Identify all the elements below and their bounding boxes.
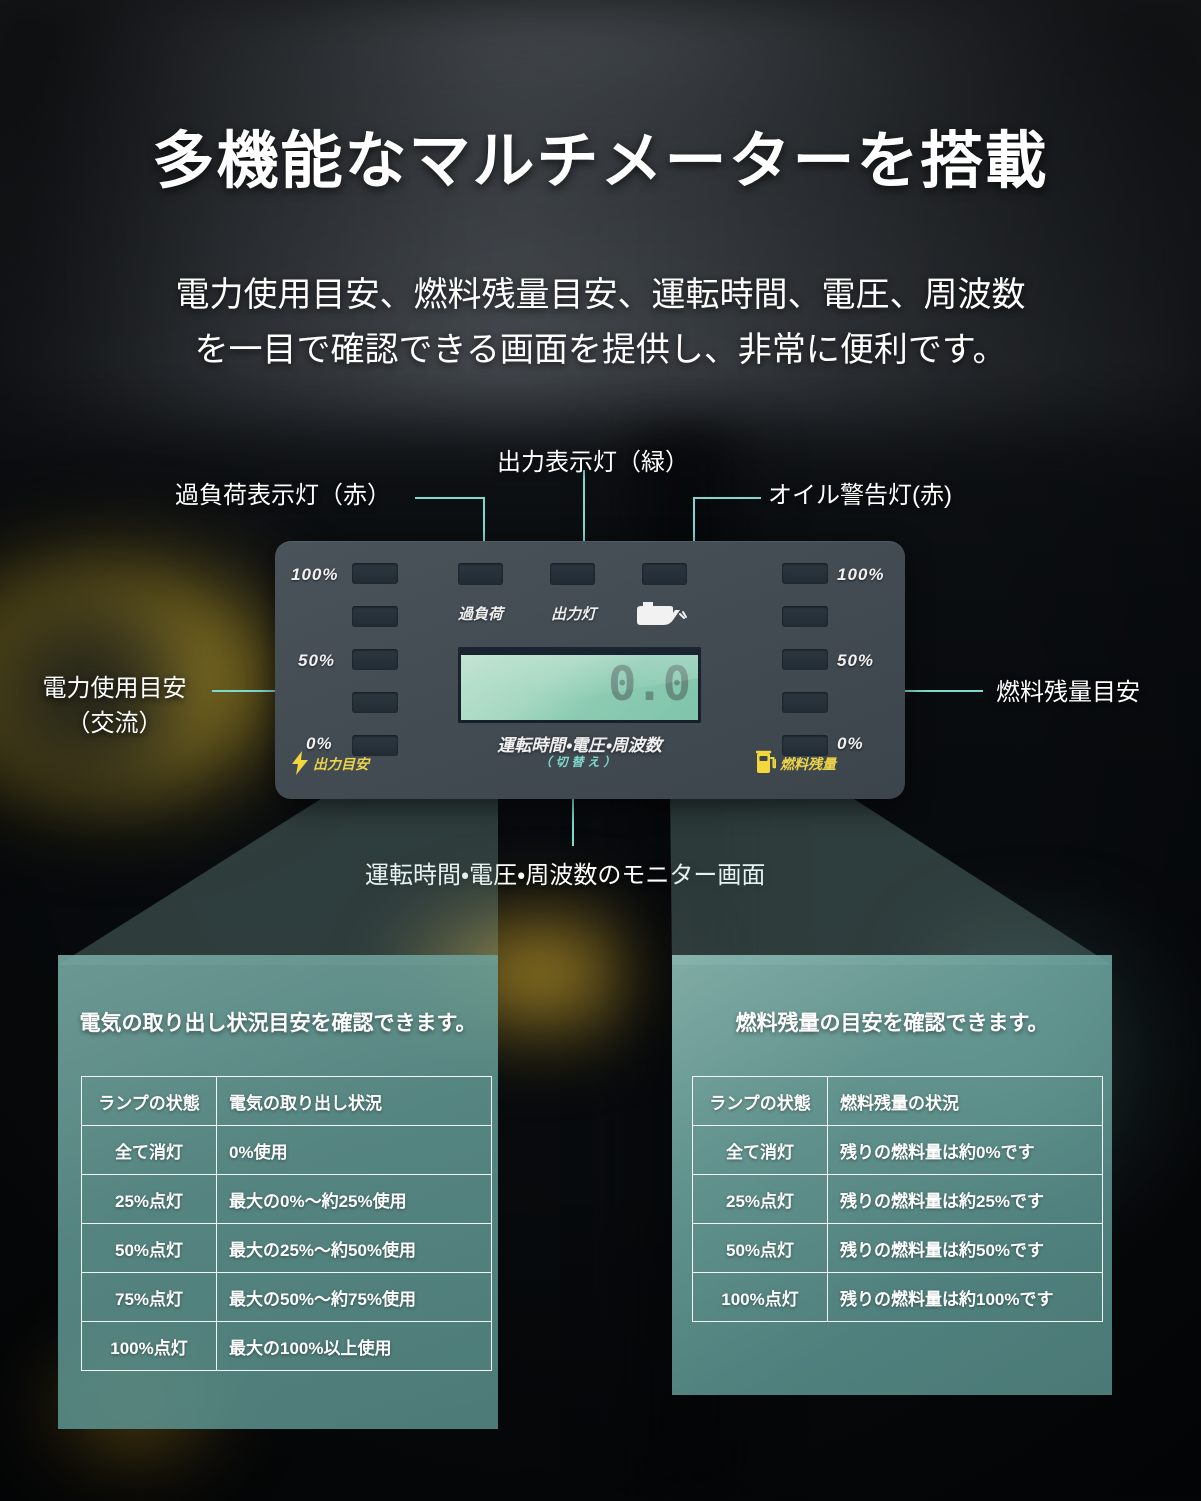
label-overload-lamp: 過負荷表示灯（赤） (175, 482, 391, 509)
table-cell-status: 0%使用 (216, 1125, 492, 1175)
table-electricity-usage: ランプの状態 電気の取り出し状況 全て消灯 0%使用 25%点灯 最大の0%〜約… (81, 1076, 492, 1371)
page-title: 多機能なマルチメーターを搭載 (152, 127, 1049, 196)
oil-can-icon (637, 602, 687, 625)
label-oil-warning-lamp: オイル警告灯(赤) (768, 482, 952, 509)
table-row: 全て消灯 0%使用 (81, 1125, 492, 1175)
table-cell-status: 残りの燃料量は約0%です (827, 1125, 1103, 1175)
table-cell-lamp: 50%点灯 (692, 1223, 828, 1273)
left-scale-100: 100% (291, 565, 339, 584)
panel-output-guide-label: 出力目安 (313, 756, 369, 772)
table-header-row: ランプの状態 燃料残量の状況 (692, 1076, 1103, 1126)
led-right-4 (782, 606, 828, 627)
led-left-3 (352, 649, 398, 670)
card-electricity-usage: 電気の取り出し状況目安を確認できます。 ランプの状態 電気の取り出し状況 全て消… (58, 955, 498, 1429)
table-cell-lamp: 100%点灯 (692, 1272, 828, 1322)
label-power-usage-line-1: 電力使用目安 (42, 675, 187, 702)
fuel-pump-icon (756, 750, 776, 773)
left-scale-0: 0% (306, 734, 333, 753)
table-cell-status: 残りの燃料量は約25%です (827, 1174, 1103, 1224)
leader-line-output-v (583, 470, 585, 578)
led-right-5 (782, 563, 828, 584)
label-monitor-screen: 運転時間・電圧・周波数のモニター画面 (365, 862, 766, 889)
card-fuel-remaining: 燃料残量の目安を確認できます。 ランプの状態 燃料残量の状況 全て消灯 残りの燃… (672, 955, 1112, 1395)
table-fuel-remaining: ランプの状態 燃料残量の状況 全て消灯 残りの燃料量は約0%です 25%点灯 残… (692, 1076, 1103, 1322)
table-cell-lamp: 全て消灯 (692, 1125, 828, 1175)
table-header-row: ランプの状態 電気の取り出し状況 (81, 1076, 492, 1126)
table-cell-status: 最大の100%以上使用 (216, 1321, 492, 1371)
table-row: 50%点灯 最大の25%〜約50%使用 (81, 1223, 492, 1273)
led-oil-indicator (642, 563, 687, 585)
funnel-left (58, 790, 498, 965)
funnel-right (670, 790, 1112, 965)
table-row: 全て消灯 残りの燃料量は約0%です (692, 1125, 1103, 1175)
table-cell-status: 最大の0%〜約25%使用 (216, 1174, 492, 1224)
multimeter-panel[interactable]: 100% 50% 0% 過負荷 出力灯 0.0 (275, 541, 905, 799)
leader-line-overload-v (483, 497, 485, 579)
panel-bottom-center-sublabel: （切替え） (539, 755, 620, 769)
table-header-cell-lamp: ランプの状態 (692, 1076, 828, 1126)
table-row: 25%点灯 残りの燃料量は約25%です (692, 1174, 1103, 1224)
right-scale-0: 0% (837, 734, 864, 753)
table-cell-lamp: 50%点灯 (81, 1223, 217, 1273)
table-cell-status: 最大の50%〜約75%使用 (216, 1272, 492, 1322)
led-right-1 (782, 735, 828, 756)
leader-line-fuel (855, 690, 983, 692)
table-header-cell-lamp: ランプの状態 (81, 1076, 217, 1126)
table-cell-lamp: 100%点灯 (81, 1321, 217, 1371)
indicator-label-overload: 過負荷 (458, 606, 504, 623)
table-cell-lamp: 全て消灯 (81, 1125, 217, 1175)
lcd-display[interactable]: 0.0 (458, 647, 701, 723)
led-left-1 (352, 735, 398, 756)
led-left-2 (352, 692, 398, 713)
indicator-label-output: 出力灯 (551, 606, 597, 623)
led-right-2 (782, 692, 828, 713)
page-subtitle: 電力使用目安、燃料残量目安、運転時間、電圧、周波数 を一目で確認できる画面を提供… (0, 268, 1201, 378)
table-cell-lamp: 75%点灯 (81, 1272, 217, 1322)
right-scale-100: 100% (837, 565, 885, 584)
table-cell-status: 残りの燃料量は約50%です (827, 1223, 1103, 1273)
table-row: 50%点灯 残りの燃料量は約50%です (692, 1223, 1103, 1273)
table-row: 25%点灯 最大の0%〜約25%使用 (81, 1174, 492, 1224)
card-right-title: 燃料残量の目安を確認できます。 (735, 1012, 1049, 1035)
label-fuel-remaining: 燃料残量目安 (996, 679, 1140, 706)
lightning-bolt-icon (292, 751, 308, 775)
table-cell-lamp: 25%点灯 (692, 1174, 828, 1224)
table-cell-lamp: 25%点灯 (81, 1174, 217, 1224)
table-header-cell-status: 電気の取り出し状況 (216, 1076, 492, 1126)
table-row: 100%点灯 残りの燃料量は約100%です (692, 1272, 1103, 1322)
led-left-5 (352, 563, 398, 584)
table-header-cell-status: 燃料残量の状況 (827, 1076, 1103, 1126)
table-row: 75%点灯 最大の50%〜約75%使用 (81, 1272, 492, 1322)
led-left-4 (352, 606, 398, 627)
table-cell-status: 最大の25%〜約50%使用 (216, 1223, 492, 1273)
left-scale-50: 50% (298, 651, 336, 670)
label-power-usage-line-2: （交流） (66, 709, 163, 737)
led-output-indicator (550, 563, 595, 585)
subtitle-line-2: を一目で確認できる画面を提供し、非常に便利です。 (194, 331, 1007, 370)
lcd-screen: 0.0 (461, 655, 698, 720)
table-cell-status: 残りの燃料量は約100%です (827, 1272, 1103, 1322)
led-overload-indicator (458, 563, 503, 585)
card-left-title: 電気の取り出し状況目安を確認できます。 (79, 1012, 477, 1035)
right-scale-50: 50% (837, 651, 875, 670)
leader-line-oil-v (693, 497, 695, 579)
leader-line-overload-h (415, 497, 485, 499)
leader-line-oil-h (693, 497, 761, 499)
lcd-value: 0.0 (608, 657, 691, 712)
panel-fuel-remaining-label: 燃料残量 (780, 756, 836, 772)
subtitle-line-1: 電力使用目安、燃料残量目安、運転時間、電圧、周波数 (175, 276, 1026, 314)
label-output-lamp: 出力表示灯（緑） (497, 449, 689, 476)
table-row: 100%点灯 最大の100%以上使用 (81, 1321, 492, 1371)
panel-bottom-center-label: 運転時間・電圧・周波数 (497, 736, 662, 755)
led-right-3 (782, 649, 828, 670)
label-power-usage: 電力使用目安 （交流） (22, 672, 207, 742)
